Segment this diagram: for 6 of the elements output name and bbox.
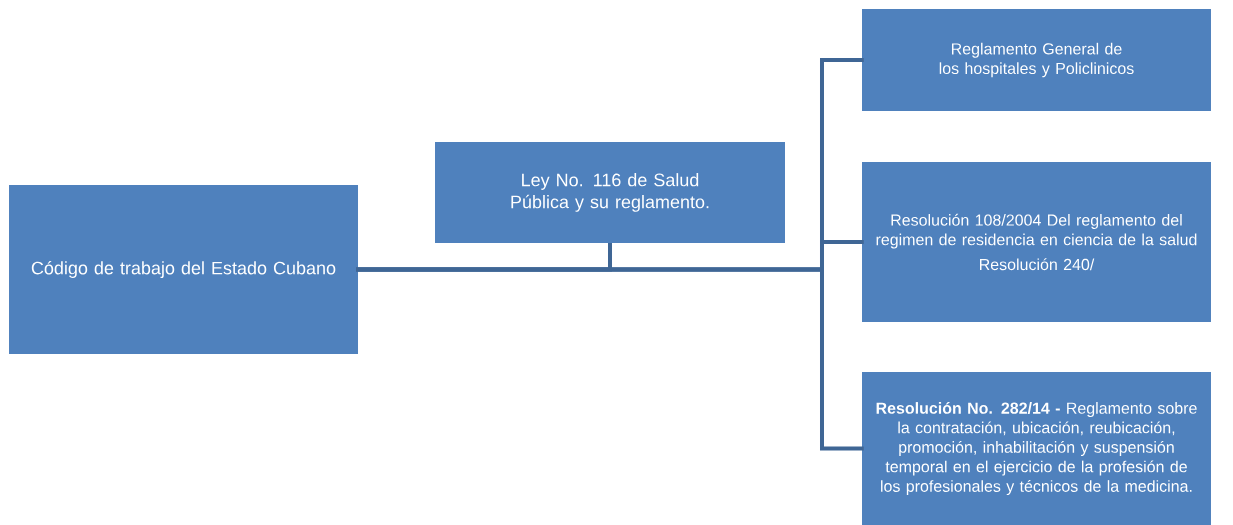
text-box: Reglamento General de los hospitales y Policlinicos bbox=[862, 9, 1211, 111]
text-box: Código de trabajo del Estado Cubano bbox=[9, 185, 358, 354]
connector-line bbox=[356, 267, 864, 451]
text-box: Ley No. 116 de Salud Pública y su reglamento. bbox=[435, 142, 785, 243]
text-box: Resolución No. 282/14 - Reglamento sobre la contratación, ubicación, reubicación, promoción, inhabilitación y suspensión temporal en el ejercicio de la profesión de los profesionales y técnicos de la medicina. bbox=[862, 372, 1211, 525]
text-box: Resolución 108/2004 Del reglamento del regimen de residencia en ciencia de la salud Resolución 240/ bbox=[862, 162, 1211, 322]
